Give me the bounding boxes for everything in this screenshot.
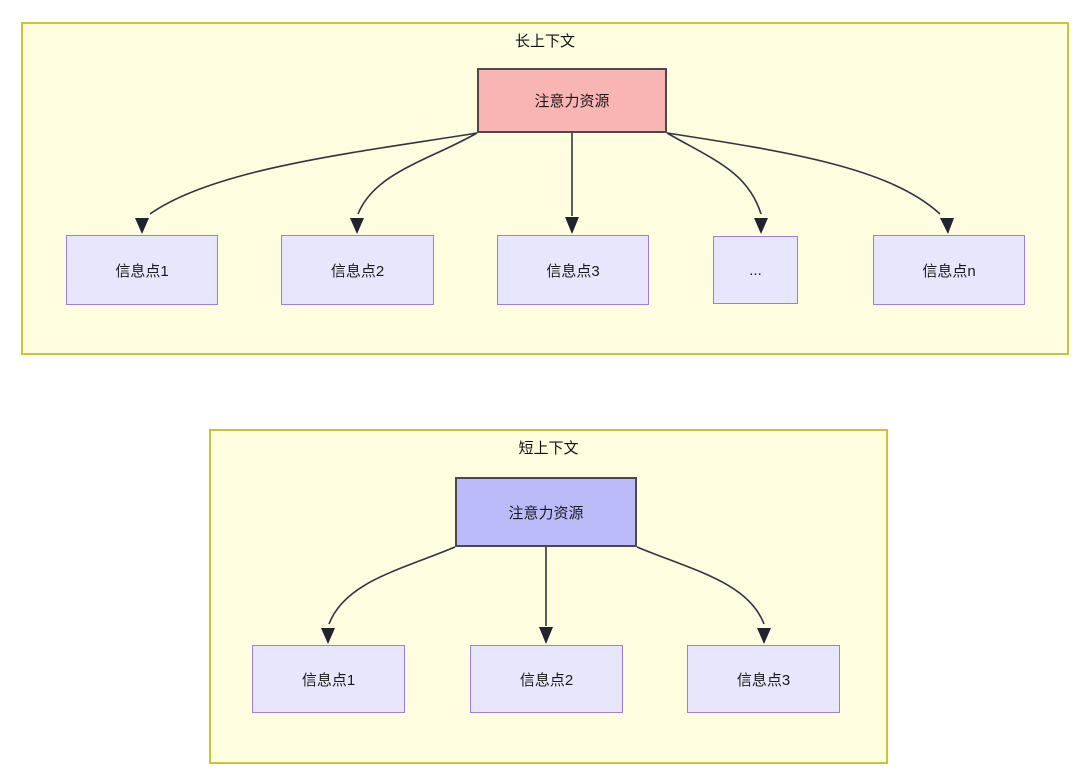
node-label: 信息点1 [115,262,169,280]
node-label: 信息点1 [301,671,356,689]
panel-long-context-title: 长上下文 [514,33,575,50]
node-label: 信息点3 [736,671,791,689]
node-long-context-info-point-ellipsis[interactable]: ... [713,236,798,304]
node-short-context-info-point-1[interactable]: 信息点1 [252,645,405,713]
node-short-context-info-point-2[interactable]: 信息点2 [470,645,623,713]
node-short-context-info-point-3[interactable]: 信息点3 [687,645,840,713]
node-label: 注意力资源 [508,504,584,522]
node-long-context-info-point-3[interactable]: 信息点3 [497,235,649,305]
panel-short-context-title: 短上下文 [518,440,579,457]
node-long-context-attention-resource[interactable]: 注意力资源 [477,68,667,133]
node-label: 信息点2 [519,671,574,689]
node-label: 信息点2 [330,262,385,280]
node-long-context-info-point-1[interactable]: 信息点1 [66,235,218,305]
node-short-context-attention-resource[interactable]: 注意力资源 [455,477,637,547]
node-label: 信息点n [922,262,976,280]
node-label: ... [749,261,762,279]
node-label: 信息点3 [546,262,600,280]
node-label: 注意力资源 [534,93,610,110]
node-long-context-info-point-n[interactable]: 信息点n [873,235,1025,305]
node-long-context-info-point-2[interactable]: 信息点2 [281,235,434,305]
